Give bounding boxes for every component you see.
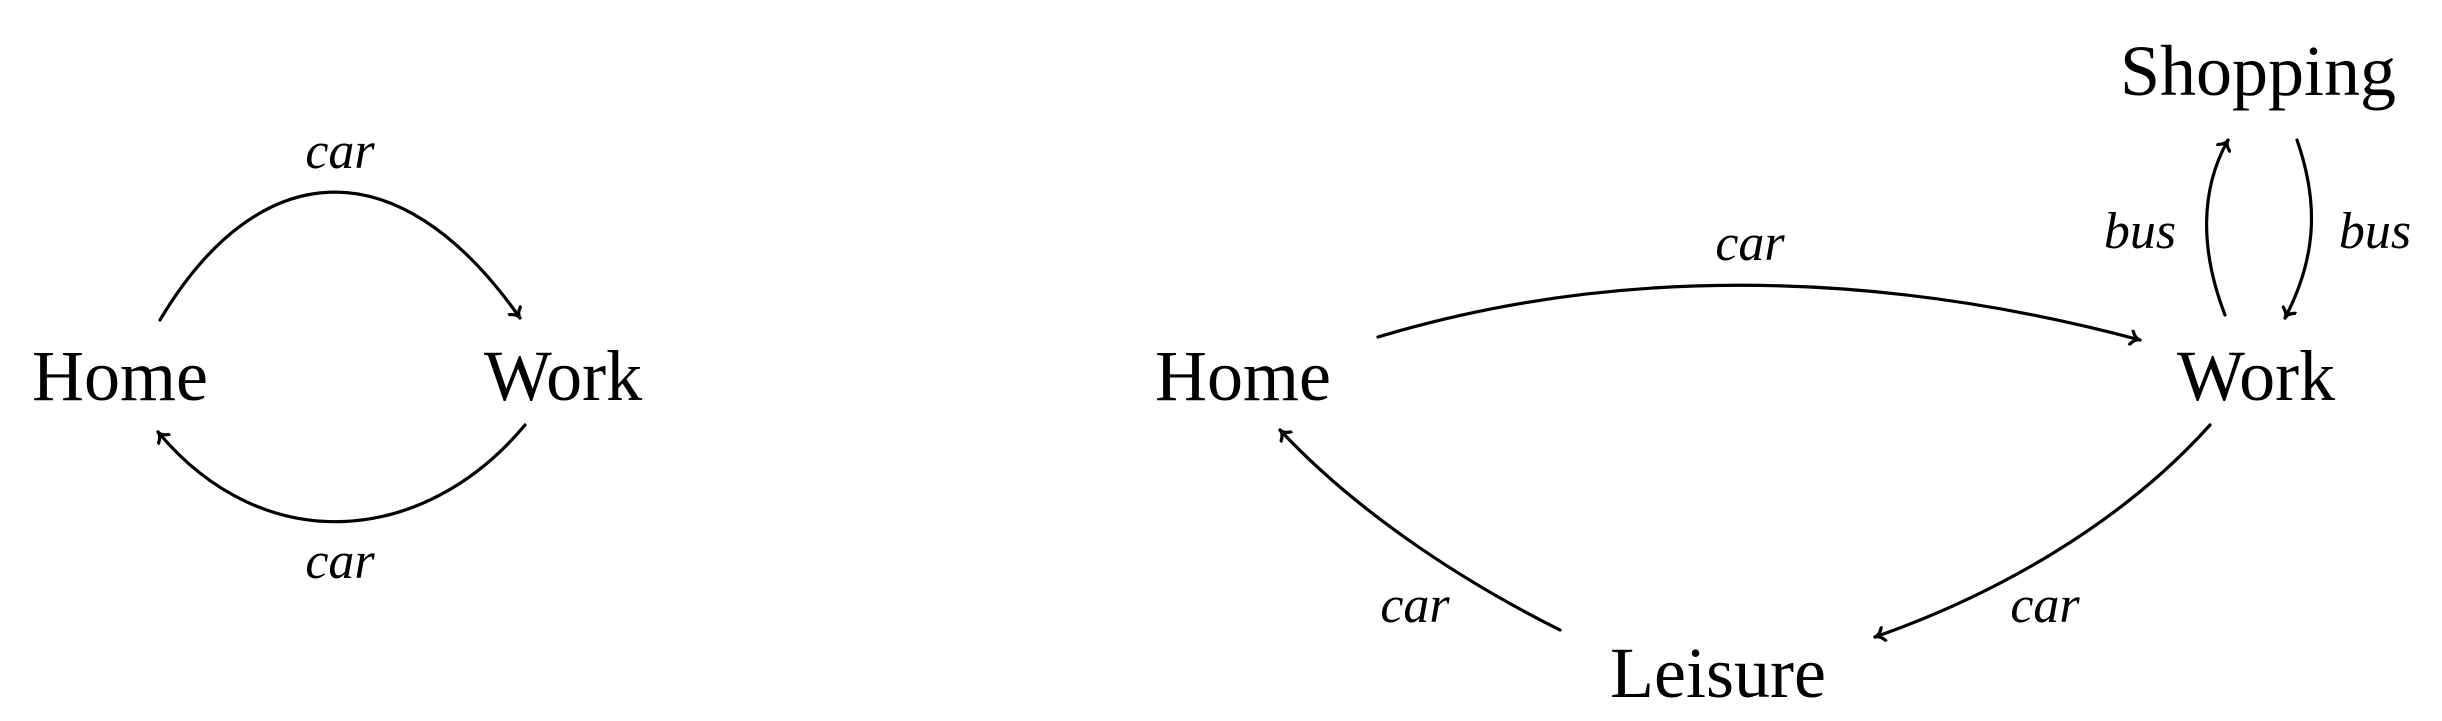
- right-label-home-to-work: car: [1715, 215, 1785, 272]
- right-diagram: Home Work Shopping Leisure car bus bus c…: [1155, 31, 2411, 713]
- left-edge-work-to-home: [156, 423, 527, 524]
- right-label-leisure-to-home: car: [1380, 577, 1450, 634]
- right-node-home: Home: [1155, 336, 1331, 416]
- right-node-leisure: Leisure: [1610, 633, 1826, 713]
- right-label-shopping-to-work: bus: [2339, 203, 2411, 260]
- left-label-home-to-work: car: [305, 123, 375, 180]
- right-edge-home-to-work: [1376, 283, 2142, 340]
- right-edge-work-to-shopping: [2205, 138, 2228, 317]
- right-node-shopping: Shopping: [2120, 31, 2396, 111]
- right-edge-leisure-to-home: [1278, 428, 1562, 632]
- right-node-work: Work: [2177, 336, 2335, 416]
- left-node-work: Work: [484, 336, 642, 416]
- right-edge-shopping-to-work: [2285, 138, 2314, 320]
- left-diagram: Home Work car car: [32, 123, 642, 590]
- left-label-work-to-home: car: [305, 533, 375, 590]
- left-edge-home-to-work: [158, 190, 520, 322]
- right-label-work-to-leisure: car: [2010, 577, 2080, 634]
- left-node-home: Home: [32, 336, 208, 416]
- right-label-work-to-shopping: bus: [2104, 203, 2176, 260]
- right-edge-work-to-leisure: [1873, 423, 2212, 637]
